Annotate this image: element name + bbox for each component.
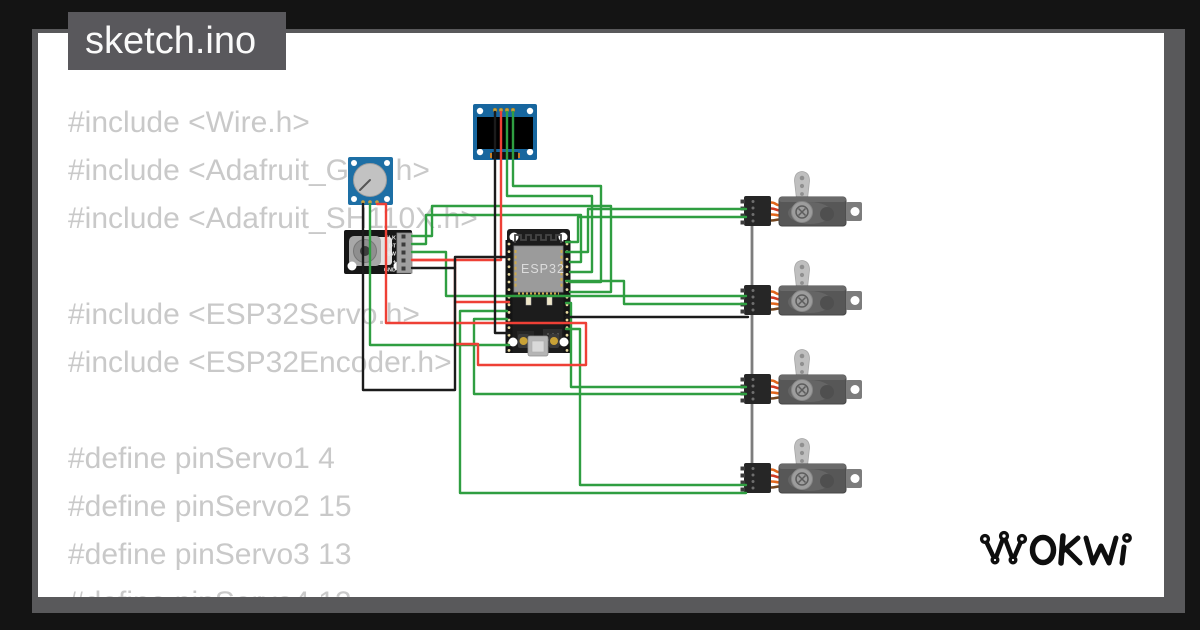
ground-wires-black	[361, 110, 750, 392]
filename-tab: sketch.ino	[68, 12, 286, 70]
code-line: #define pinServo4 12	[68, 579, 478, 597]
esp32-en-button[interactable]	[519, 337, 528, 345]
diagram-canvas: #include <Wire.h> #include <Adafruit_GFX…	[38, 33, 1164, 597]
wokwi-logo	[979, 530, 1132, 566]
esp32-board[interactable]: ESP32	[505, 229, 571, 357]
encoder-pin-label: CLK	[385, 236, 396, 242]
encoder-pin-label: GND	[384, 268, 396, 274]
encoder-pin-label: DT	[389, 244, 397, 250]
oled-display[interactable]	[473, 104, 537, 160]
code-line: #define pinServo2 15	[68, 490, 352, 523]
code-line: #include <ESP32Servo.h>	[68, 298, 420, 331]
esp32-module	[513, 245, 564, 293]
servo-motor-2[interactable]	[739, 259, 864, 317]
servo-motor-1[interactable]	[739, 170, 864, 228]
code-line: #define pinServo3 13	[68, 538, 352, 571]
potentiometer[interactable]	[348, 157, 393, 205]
servo-motor-4[interactable]	[739, 437, 864, 495]
code-line: #define pinServo1 4	[68, 442, 335, 475]
encoder-pin-label: SW	[387, 252, 397, 258]
rotary-encoder[interactable]: CLK DT SW + GND	[344, 230, 413, 274]
esp32-antenna	[514, 234, 562, 243]
code-preview: #include <Wire.h> #include <Adafruit_GFX…	[68, 99, 478, 597]
esp32-chip-label: ESP32	[521, 262, 565, 276]
encoder-pin-label: +	[393, 260, 396, 266]
code-line: #include <ESP32Encoder.h>	[68, 346, 452, 379]
circuit-diagram: CLK DT SW + GND ESP32	[344, 104, 864, 495]
esp32-boot-button[interactable]	[550, 337, 558, 345]
code-line: #include <Wire.h>	[68, 106, 310, 139]
servo-motor-3[interactable]	[739, 348, 864, 406]
code-line: #include <Adafruit_SH110X.h>	[68, 202, 478, 235]
